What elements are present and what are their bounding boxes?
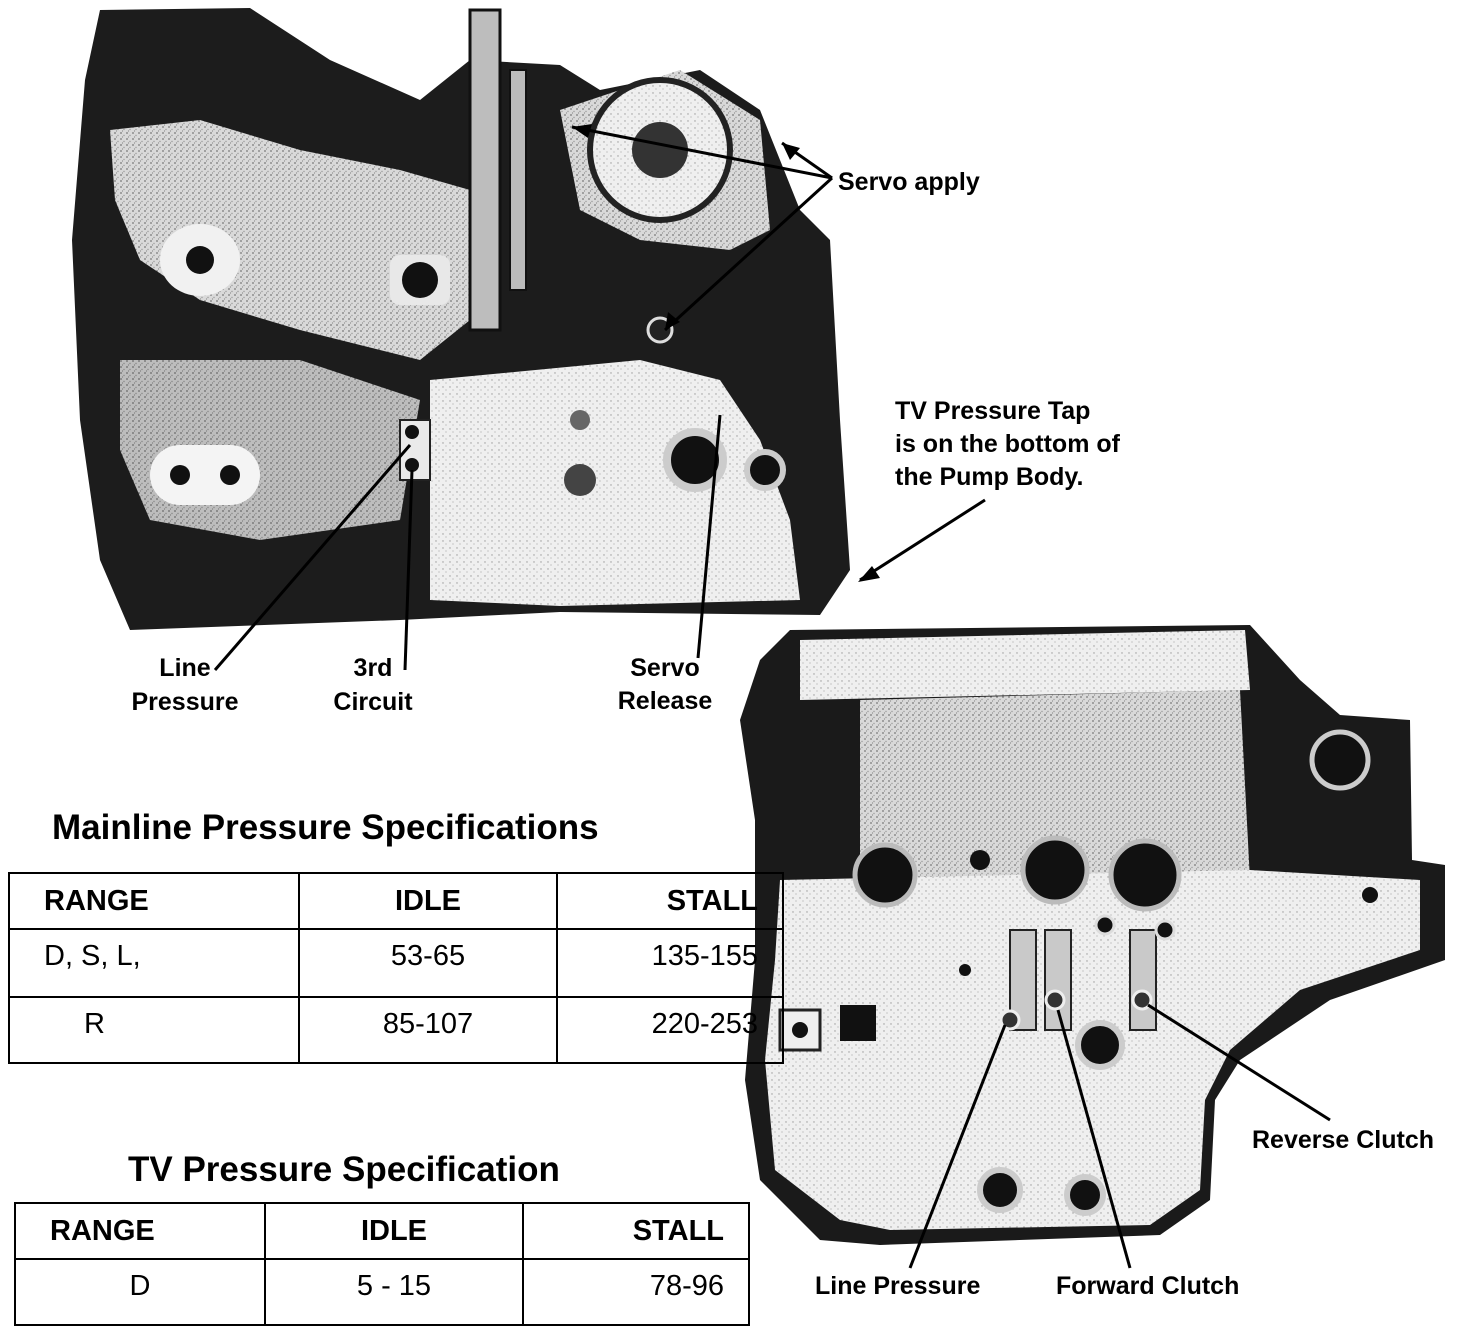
tv-pressure-table: RANGE IDLE STALL D 5 - 15 78-96 [14, 1202, 750, 1326]
callout-third-circuit-2: Circuit [333, 688, 413, 716]
cell-stall: 135-155 [556, 928, 784, 998]
callout-tv-tap-line2: is on the bottom of [895, 430, 1120, 458]
cell-stall: 220-253 [556, 996, 784, 1064]
callout-line-pressure-top-2: Pressure [131, 688, 239, 716]
table-header-row: RANGE IDLE STALL [14, 1202, 750, 1260]
header-idle: IDLE [264, 1202, 524, 1260]
mainline-table-title: Mainline Pressure Specifications [52, 808, 599, 847]
table-row: R 85-107 220-253 [8, 996, 784, 1064]
cell-range: R [8, 996, 300, 1064]
arrowheads [572, 124, 880, 582]
cell-idle: 85-107 [298, 996, 558, 1064]
cell-idle: 5 - 15 [264, 1258, 524, 1326]
callout-tv-tap-line1: TV Pressure Tap [895, 397, 1091, 425]
header-idle: IDLE [298, 872, 558, 930]
leader-lines [213, 125, 1331, 1269]
table-row: D 5 - 15 78-96 [14, 1258, 750, 1326]
callout-line-pressure-bottom: Line Pressure [815, 1272, 981, 1300]
callout-reverse-clutch: Reverse Clutch [1252, 1126, 1435, 1154]
callout-servo-apply: Servo apply [838, 168, 980, 196]
header-stall: STALL [556, 872, 784, 930]
cell-range: D [14, 1258, 266, 1326]
header-stall: STALL [522, 1202, 750, 1260]
table-header-row: RANGE IDLE STALL [8, 872, 784, 930]
mainline-pressure-table: RANGE IDLE STALL D, S, L, 53-65 135-155 … [8, 872, 784, 1064]
upper-case-photo [72, 8, 850, 630]
lower-case-photo [740, 625, 1445, 1245]
callout-line-pressure-top-1: Line [159, 654, 211, 682]
callout-tv-tap-line3: the Pump Body. [895, 463, 1084, 491]
callout-servo-release-1: Servo [630, 654, 700, 682]
tv-table-title: TV Pressure Specification [128, 1150, 560, 1189]
cell-idle: 53-65 [298, 928, 558, 998]
callout-forward-clutch: Forward Clutch [1056, 1272, 1240, 1300]
header-range: RANGE [8, 872, 300, 930]
table-row: D, S, L, 53-65 135-155 [8, 928, 784, 998]
header-range: RANGE [14, 1202, 266, 1260]
cell-range: D, S, L, [8, 928, 300, 998]
callout-third-circuit-1: 3rd [353, 654, 393, 682]
callout-servo-release-2: Release [617, 687, 713, 715]
cell-stall: 78-96 [522, 1258, 750, 1326]
